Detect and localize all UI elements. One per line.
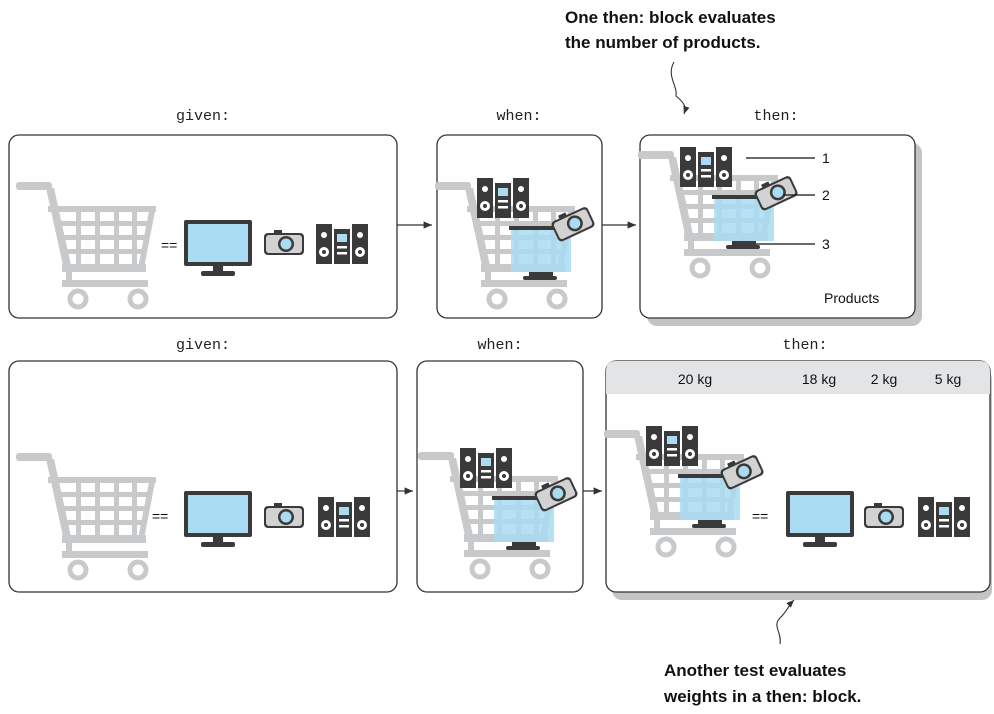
callout-3: 3: [822, 236, 830, 252]
top-given-label: given:: [176, 108, 230, 125]
top-then-label: then:: [753, 108, 798, 125]
bottom-annotation-line1: Another test evaluates: [664, 661, 846, 680]
bottom-given-box: [8, 360, 398, 593]
bottom-given-label: given:: [176, 337, 230, 354]
camera-icon: [264, 230, 304, 255]
bottom-given-panel: given: ==: [8, 337, 398, 593]
weight-label-stereo: 5 kg: [935, 371, 961, 387]
camera-icon: [864, 503, 904, 528]
top-annotation-line2: the number of products.: [565, 33, 761, 52]
bottom-when-panel: when:: [416, 337, 584, 593]
bottom-annotation-pointer: [776, 599, 795, 645]
stereo-icon: [316, 224, 368, 264]
weight-label-cart: 20 kg: [678, 371, 712, 387]
top-annotation-pointer: [670, 61, 690, 115]
top-annotation-line1: One then: block evaluates: [565, 8, 776, 27]
callout-1: 1: [822, 150, 830, 166]
weight-label-camera: 2 kg: [871, 371, 897, 387]
weight-label-tv: 18 kg: [802, 371, 836, 387]
stereo-icon: [318, 497, 370, 537]
stereo-icon: [918, 497, 970, 537]
bottom-then-panel: then: 20 kg 18 kg 2 kg 5 kg ==: [604, 337, 992, 600]
camera-icon: [264, 503, 304, 528]
equals-sign: ==: [152, 508, 168, 524]
callout-2: 2: [822, 187, 830, 203]
top-when-panel: when:: [435, 108, 603, 319]
bottom-then-label: then:: [782, 337, 827, 354]
products-label: Products: [824, 290, 879, 306]
weights-header-bar: [606, 361, 990, 394]
top-given-panel: given: ==: [8, 108, 398, 319]
bottom-when-label: when:: [477, 337, 522, 354]
bottom-then-box: [605, 360, 991, 593]
equals-sign: ==: [752, 508, 768, 524]
top-when-label: when:: [496, 108, 541, 125]
bottom-annotation-line2: weights in a then: block.: [663, 687, 861, 706]
equals-sign: ==: [161, 237, 177, 253]
top-then-panel: then: 1 2 3 Products: [638, 108, 922, 326]
